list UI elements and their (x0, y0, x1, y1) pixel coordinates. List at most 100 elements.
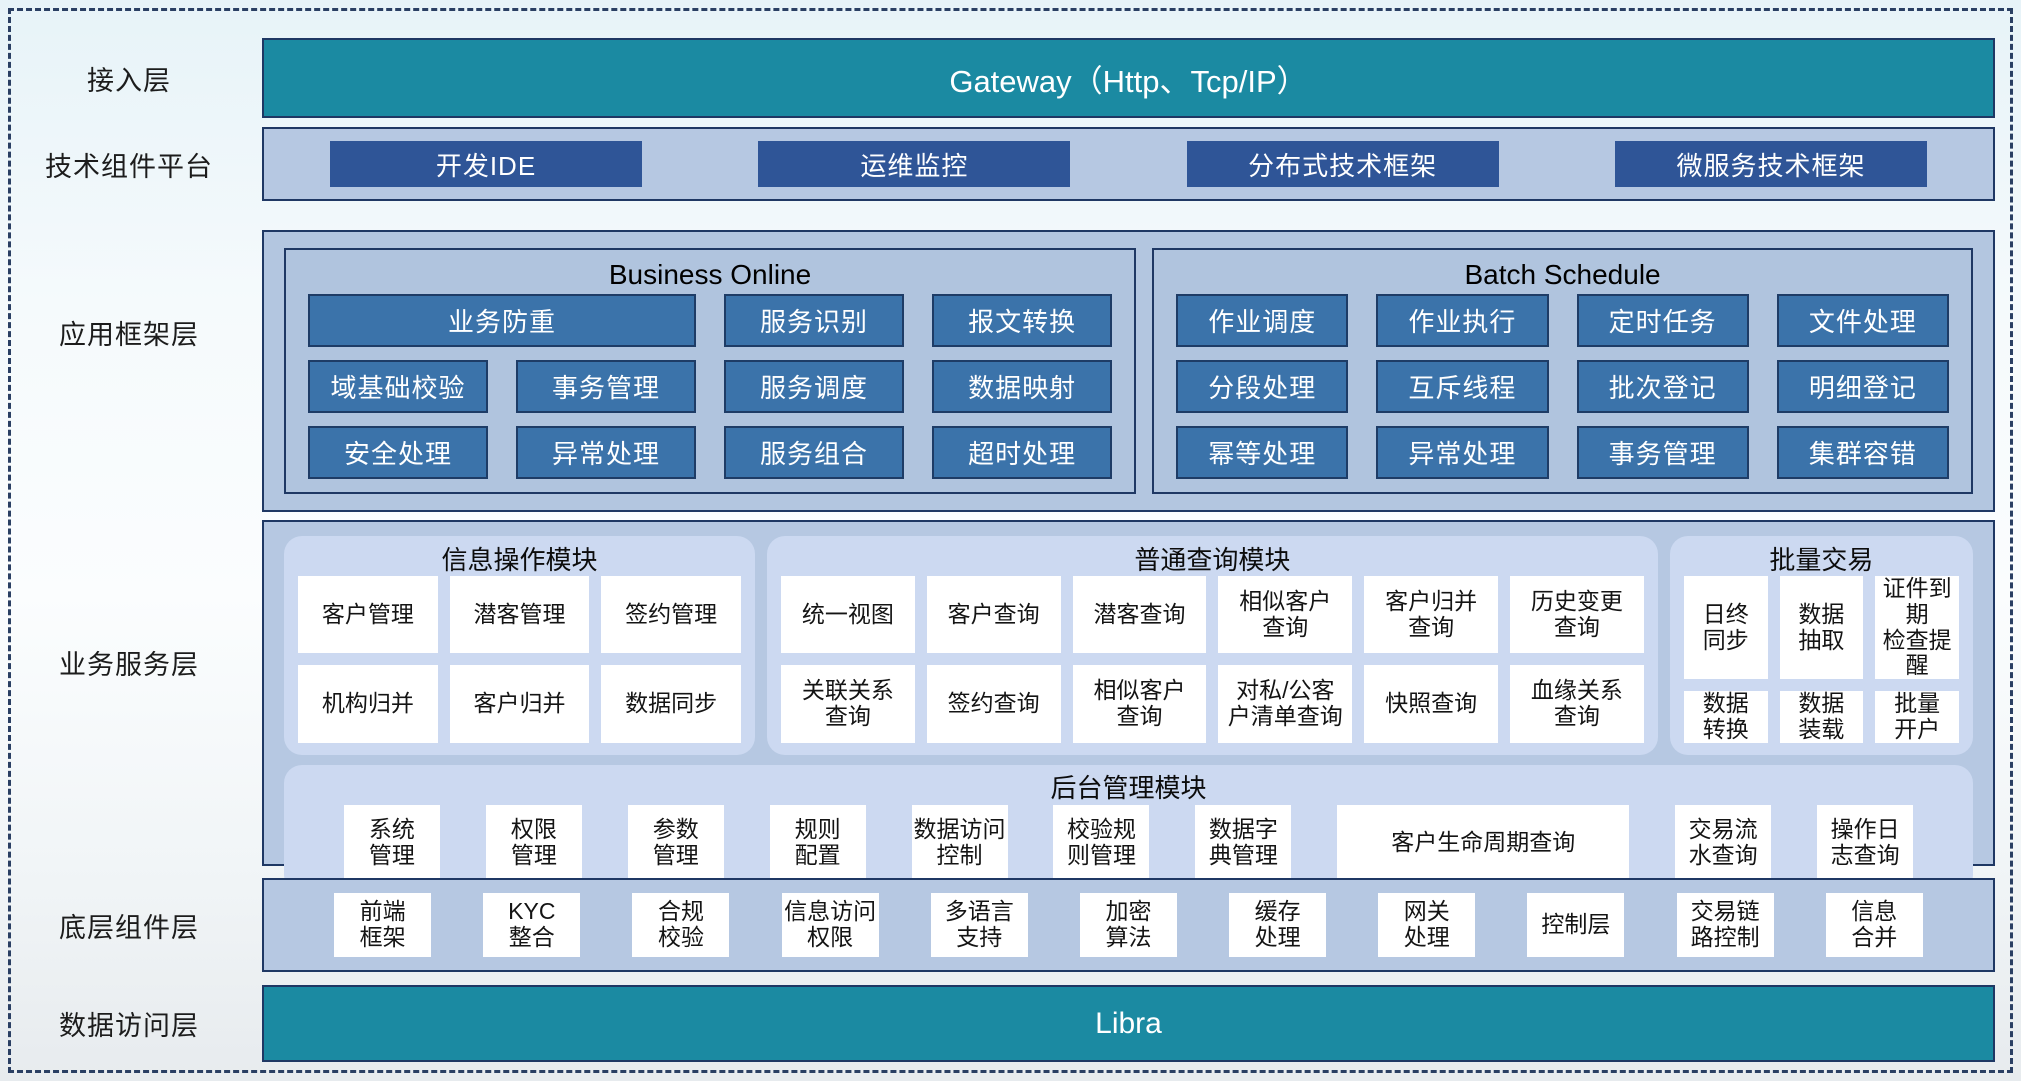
layer-label-access: 接入层 (87, 65, 171, 96)
module-box: 文件处理 (1776, 294, 1949, 347)
batch-schedule-panel: Batch Schedule 作业调度 作业执行 定时任务 文件处理 分段处理 … (1152, 248, 1973, 494)
service-box: 潜客查询 (1072, 576, 1207, 654)
general-query-module: 普通查询模块 统一视图 客户查询 潜客查询 相似客户 查询 客户归并 查询 历史… (766, 536, 1658, 755)
service-box: 数据 抽取 (1779, 576, 1864, 679)
gateway-title: Gateway（Http、Tcp/IP） (949, 63, 1308, 99)
libra-title: Libra (1095, 1006, 1162, 1040)
module-box: 数据映射 (932, 360, 1113, 413)
batch-trade-title: 批量交易 (1769, 544, 1874, 575)
batch-schedule-title: Batch Schedule (1464, 259, 1661, 290)
query-module-title: 普通查询模块 (1134, 544, 1291, 575)
service-box: 关联关系 查询 (780, 665, 915, 743)
module-box: 作业执行 (1376, 294, 1549, 347)
service-box: 数据 装载 (1779, 690, 1864, 743)
module-box: 域基础校验 (308, 360, 489, 413)
component-box: KYC 整合 (483, 893, 581, 957)
module-box: 报文转换 (932, 294, 1113, 347)
service-box: 权限 管理 (485, 804, 582, 881)
gateway-bar: Gateway（Http、Tcp/IP） (262, 38, 1995, 118)
service-box: 校验规 则管理 (1053, 804, 1150, 881)
libra-bar: Libra (262, 985, 1995, 1062)
component-box: 信息 合并 (1825, 893, 1923, 957)
app-framework-panel: Business Online 业务防重 服务识别 报文转换 域基础校验 事务管… (262, 230, 1995, 512)
service-box: 对私/公客 户清单查询 (1218, 665, 1353, 743)
business-service-panel: 信息操作模块 客户管理 潜客管理 签约管理 机构归并 客户归并 数据同步 普通查… (262, 520, 1995, 893)
module-box: 明细登记 (1776, 360, 1949, 413)
component-box: 合规 校验 (632, 893, 730, 957)
component-box: 信息访问 权限 (781, 893, 879, 957)
business-online-title: Business Online (608, 259, 812, 290)
service-box: 相似客户 查询 (1072, 665, 1207, 743)
module-box: 异常处理 (516, 426, 697, 479)
service-box: 参数 管理 (627, 804, 724, 881)
module-box: 超时处理 (932, 426, 1113, 479)
service-box: 数据访问 控制 (911, 804, 1008, 881)
admin-module-title: 后台管理模块 (1050, 773, 1207, 803)
tech-button: 分布式技术框架 (1186, 141, 1499, 187)
service-box: 系统 管理 (343, 804, 440, 881)
tech-platform-bar: 开发IDE 运维监控 分布式技术框架 微服务技术框架 (262, 127, 1995, 201)
service-box: 机构归并 (298, 665, 438, 743)
module-box: 服务调度 (724, 360, 905, 413)
batch-schedule-grid: 作业调度 作业执行 定时任务 文件处理 分段处理 互斥线程 批次登记 明细登记 … (1176, 294, 1949, 479)
layer-label-data: 数据访问层 (59, 1010, 199, 1041)
service-box: 签约查询 (926, 665, 1061, 743)
service-box: 快照查询 (1364, 665, 1499, 743)
layer-label-app: 应用框架层 (59, 319, 199, 350)
service-box: 证件到期 检查提醒 (1875, 575, 1960, 679)
component-box: 控制层 (1527, 893, 1625, 957)
batch-trade-module: 批量交易 日终 同步 数据 抽取 证件到期 检查提醒 数据 转换 数据 装载 批… (1669, 536, 1974, 755)
module-box: 批次登记 (1576, 360, 1749, 413)
service-box: 签约管理 (601, 576, 741, 654)
module-box: 事务管理 (1576, 426, 1749, 479)
module-box: 幂等处理 (1176, 426, 1349, 479)
admin-module-row: 系统 管理 权限 管理 参数 管理 规则 配置 数据访问 控制 校验规 则管理 … (298, 804, 1959, 881)
module-box: 异常处理 (1376, 426, 1549, 479)
base-components-panel: 前端 框架 KYC 整合 合规 校验 信息访问 权限 多语言 支持 加密 算法 … (262, 878, 1995, 972)
module-box: 集群容错 (1776, 426, 1949, 479)
component-box: 多语言 支持 (930, 893, 1028, 957)
module-box: 服务组合 (724, 426, 905, 479)
info-module-title: 信息操作模块 (441, 544, 598, 575)
batch-trade-grid: 日终 同步 数据 抽取 证件到期 检查提醒 数据 转换 数据 装载 批量 开户 (1683, 575, 1960, 743)
service-box: 数据字 典管理 (1195, 804, 1292, 881)
service-box: 数据 转换 (1683, 690, 1768, 743)
service-box: 日终 同步 (1683, 576, 1768, 679)
component-box: 前端 框架 (334, 893, 432, 957)
component-box: 网关 处理 (1378, 893, 1476, 957)
service-box: 统一视图 (780, 576, 915, 654)
service-box: 交易流 水查询 (1675, 804, 1772, 881)
component-box: 加密 算法 (1079, 893, 1177, 957)
service-box: 规则 配置 (769, 804, 866, 881)
module-box: 定时任务 (1576, 294, 1749, 347)
service-box: 客户管理 (298, 576, 438, 654)
service-box: 操作日 志查询 (1817, 804, 1914, 881)
module-box: 安全处理 (308, 426, 489, 479)
service-box: 历史变更 查询 (1510, 576, 1644, 654)
service-box: 血缘关系 查询 (1510, 665, 1644, 743)
layer-label-tech: 技术组件平台 (45, 151, 213, 182)
info-module-grid: 客户管理 潜客管理 签约管理 机构归并 客户归并 数据同步 (298, 576, 741, 743)
module-box: 业务防重 (308, 294, 697, 347)
service-box: 批量 开户 (1875, 690, 1960, 743)
service-box: 客户归并 查询 (1364, 576, 1499, 654)
tech-button: 运维监控 (758, 141, 1071, 187)
service-box: 客户生命周期查询 (1337, 804, 1630, 881)
business-online-panel: Business Online 业务防重 服务识别 报文转换 域基础校验 事务管… (284, 248, 1137, 494)
component-box: 缓存 处理 (1229, 893, 1327, 957)
tech-button: 开发IDE (330, 141, 642, 187)
module-box: 事务管理 (516, 360, 697, 413)
module-box: 作业调度 (1176, 294, 1349, 347)
service-box: 客户查询 (926, 576, 1061, 654)
component-box: 交易链 路控制 (1676, 893, 1774, 957)
service-box: 相似客户 查询 (1218, 576, 1353, 654)
info-operation-module: 信息操作模块 客户管理 潜客管理 签约管理 机构归并 客户归并 数据同步 (284, 536, 755, 755)
layer-label-base: 底层组件层 (59, 912, 199, 943)
admin-module: 后台管理模块 系统 管理 权限 管理 参数 管理 规则 配置 数据访问 控制 校… (284, 764, 1973, 893)
module-box: 分段处理 (1176, 360, 1349, 413)
business-online-grid: 业务防重 服务识别 报文转换 域基础校验 事务管理 服务调度 数据映射 安全处理… (308, 294, 1113, 479)
service-box: 数据同步 (601, 665, 741, 743)
query-module-grid: 统一视图 客户查询 潜客查询 相似客户 查询 客户归并 查询 历史变更 查询 关… (780, 576, 1644, 743)
module-box: 互斥线程 (1376, 360, 1549, 413)
